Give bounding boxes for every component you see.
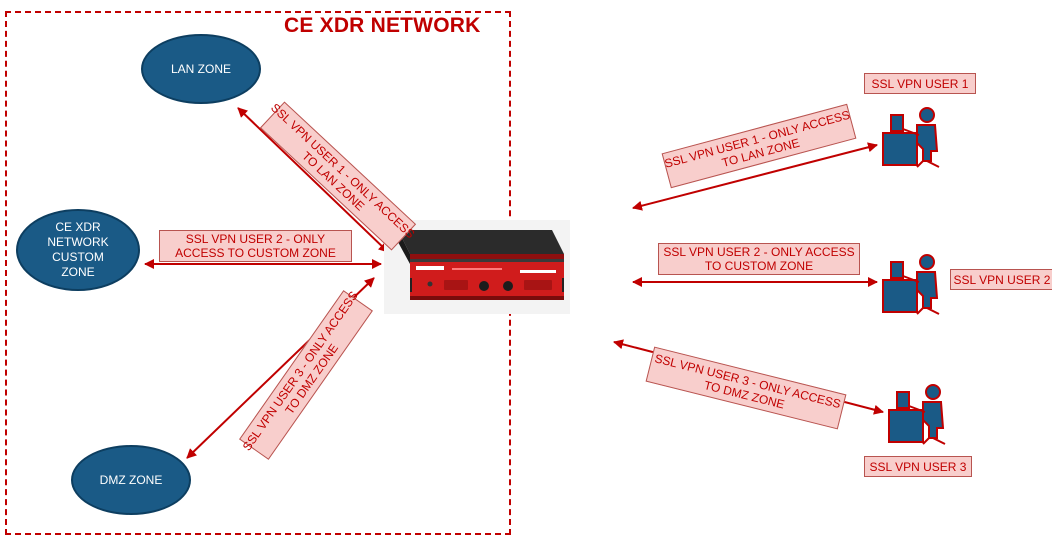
user2-name: SSL VPN USER 2 — [954, 273, 1051, 287]
dmz-zone: DMZ ZONE — [71, 445, 191, 515]
label-user2-custom-line2: ACCESS TO CUSTOM ZONE — [175, 246, 336, 260]
user1-name: SSL VPN USER 1 — [872, 77, 969, 91]
user3-name: SSL VPN USER 3 — [870, 460, 967, 474]
label-outer-user2: SSL VPN USER 2 - ONLY ACCESS TO CUSTOM Z… — [658, 243, 860, 275]
custom-zone-line2: NETWORK — [47, 235, 108, 250]
custom-zone: CE XDR NETWORK CUSTOM ZONE — [16, 209, 140, 291]
custom-zone-line4: ZONE — [47, 265, 108, 280]
user-at-desk-icon — [877, 252, 947, 316]
user-at-desk-icon — [883, 382, 953, 446]
custom-zone-line3: CUSTOM — [47, 250, 108, 265]
label-outer-user2-line2: TO CUSTOM ZONE — [705, 259, 813, 273]
lan-zone-label: LAN ZONE — [171, 62, 231, 77]
label-user2-custom-line1: SSL VPN USER 2 - ONLY — [186, 232, 325, 246]
dmz-zone-label: DMZ ZONE — [100, 473, 163, 488]
label-user2-custom: SSL VPN USER 2 - ONLY ACCESS TO CUSTOM Z… — [159, 230, 352, 262]
custom-zone-line1: CE XDR — [47, 220, 108, 235]
user3-name-tag: SSL VPN USER 3 — [864, 456, 972, 477]
label-outer-user2-line1: SSL VPN USER 2 - ONLY ACCESS — [663, 245, 854, 259]
user-at-desk-icon — [877, 105, 947, 169]
user1-name-tag: SSL VPN USER 1 — [864, 73, 976, 94]
lan-zone: LAN ZONE — [141, 34, 261, 104]
user2-name-tag: SSL VPN USER 2 — [950, 269, 1052, 290]
